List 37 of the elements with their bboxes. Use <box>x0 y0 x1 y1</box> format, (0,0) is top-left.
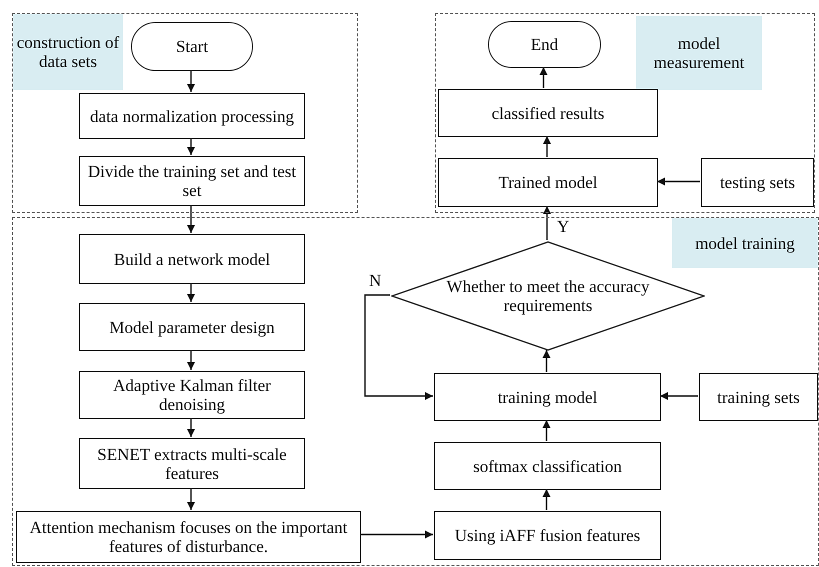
process-box: softmax classification <box>434 442 661 490</box>
group-label: model measurement <box>636 16 762 90</box>
arrow <box>543 136 551 157</box>
arrow <box>542 350 550 372</box>
arrow <box>540 67 548 88</box>
arrow <box>542 420 550 441</box>
process-box: Adaptive Kalman filter denoising <box>79 371 305 419</box>
arrow <box>660 392 698 400</box>
dashed-group-frame <box>12 13 358 213</box>
process-box: SENET extracts multi-scale features <box>79 438 305 489</box>
arrow <box>187 205 195 233</box>
arrow <box>542 489 550 510</box>
group-label: model training <box>672 218 818 268</box>
process-box: classified results <box>438 89 658 137</box>
process-box: Attention mechanism focuses on the important features of disturbance. <box>16 511 361 563</box>
arrow <box>187 488 195 510</box>
arrow <box>187 138 195 155</box>
group-label: construction of data sets <box>13 14 123 90</box>
process-box: training model <box>434 373 661 421</box>
arrow <box>187 283 195 302</box>
process-box: Trained model <box>438 158 658 207</box>
arrow <box>360 530 433 538</box>
arrow <box>364 294 433 400</box>
process-box: Divide the training set and test set <box>79 156 305 206</box>
arrow <box>187 418 195 437</box>
arrow <box>543 206 551 240</box>
arrow <box>187 70 195 92</box>
dashed-group-frame <box>435 13 815 213</box>
process-box: Model parameter design <box>79 303 305 351</box>
process-box: Build a network model <box>79 234 305 284</box>
dashed-group-frame <box>12 217 819 566</box>
process-box: testing sets <box>701 158 814 207</box>
arrow <box>657 178 700 186</box>
process-box: training sets <box>699 373 818 421</box>
process-box: Using iAFF fusion features <box>434 511 661 560</box>
arrow <box>187 350 195 370</box>
process-box: data normalization processing <box>79 93 305 139</box>
